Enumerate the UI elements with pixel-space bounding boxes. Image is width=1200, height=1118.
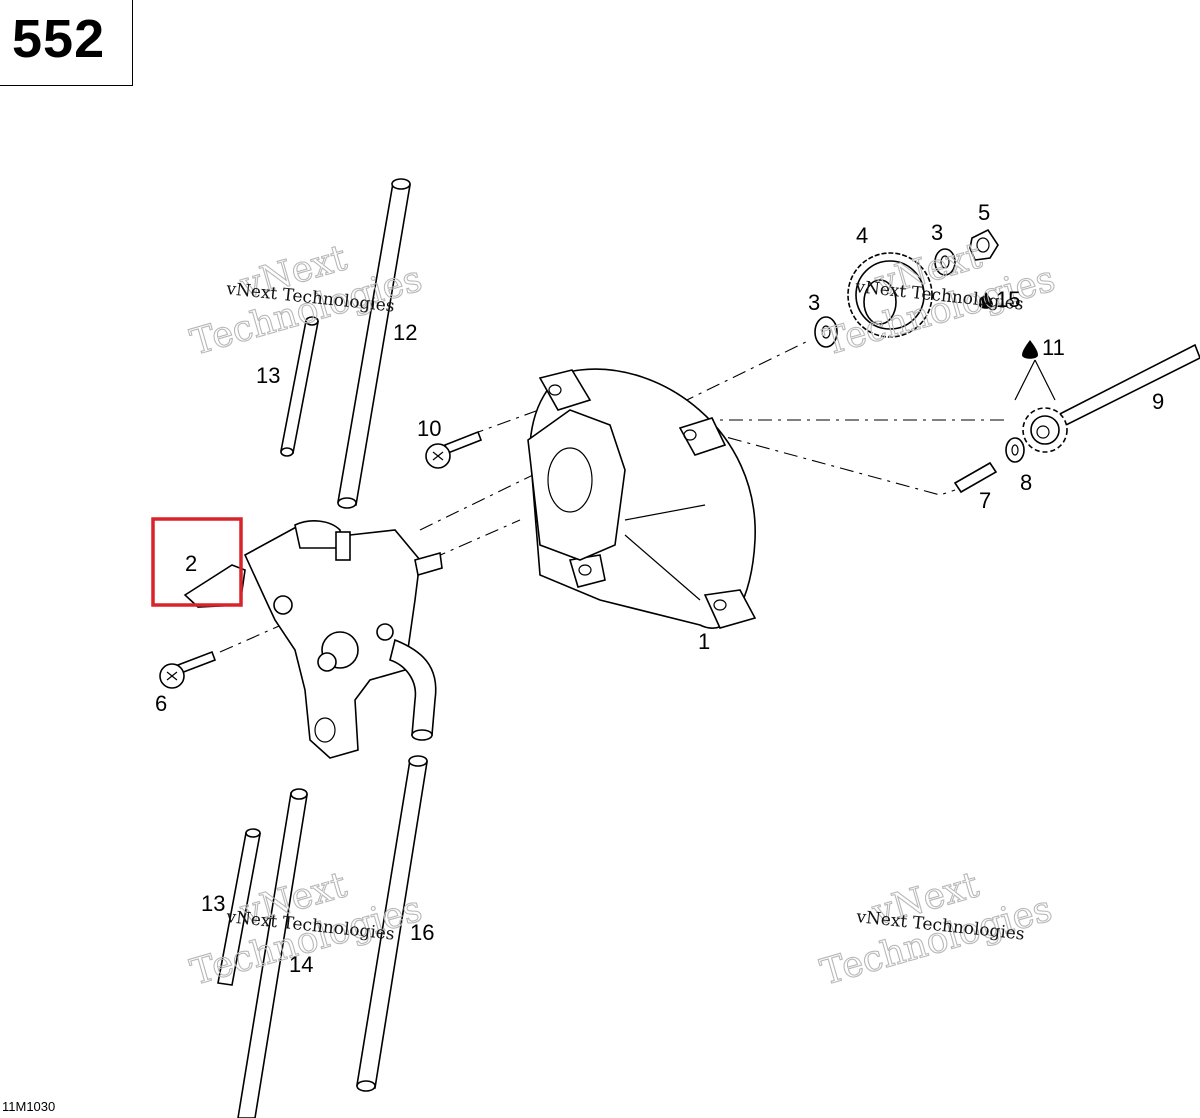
page-number-box: 552 xyxy=(0,0,133,86)
callout-3-upper: 3 xyxy=(931,220,943,245)
callout-10: 10 xyxy=(417,416,441,441)
page-number: 552 xyxy=(12,9,106,69)
nut-5 xyxy=(969,228,999,261)
callout-6: 6 xyxy=(155,691,167,716)
tube-16 xyxy=(356,755,428,1092)
callout-14: 14 xyxy=(289,952,313,977)
figure-code: 11M1030 xyxy=(2,1099,56,1114)
gear-4 xyxy=(847,252,933,338)
callout-2: 2 xyxy=(185,551,197,576)
oil-drop-icon xyxy=(979,292,993,309)
callout-3-lower: 3 xyxy=(808,290,820,315)
washer-8 xyxy=(1005,437,1025,463)
oil-pump-body xyxy=(183,520,443,759)
callout-labels: 1 2 3 3 4 5 6 7 8 9 10 11 12 13 13 14 15… xyxy=(155,200,1164,977)
callout-1: 1 xyxy=(698,629,710,654)
screw-6 xyxy=(159,650,217,689)
callout-15: 15 xyxy=(996,287,1020,312)
callout-5: 5 xyxy=(978,200,990,225)
pin-7 xyxy=(953,461,998,494)
oil-drop-icon xyxy=(1022,340,1038,359)
shaft-9 xyxy=(1022,343,1200,453)
callout-8: 8 xyxy=(1020,470,1032,495)
washer-3-lower xyxy=(814,316,838,348)
callout-12: 12 xyxy=(393,320,417,345)
callout-11: 11 xyxy=(1042,335,1065,360)
callout-9: 9 xyxy=(1152,389,1164,414)
callout-16: 16 xyxy=(410,920,434,945)
pump-cover-1 xyxy=(527,368,757,629)
tube-13-lower xyxy=(217,828,261,986)
tube-14 xyxy=(237,788,308,1118)
callout-13-upper: 13 xyxy=(256,363,280,388)
callout-7: 7 xyxy=(979,488,991,513)
callout-13-lower: 13 xyxy=(201,891,225,916)
callout-4: 4 xyxy=(856,223,868,248)
watermark-lower-right: Technologies vNext vNext Technologies xyxy=(816,864,1057,994)
tube-12 xyxy=(337,178,411,509)
screw-10 xyxy=(425,430,483,469)
washer-3-upper xyxy=(934,248,956,276)
tube-13-upper xyxy=(280,316,319,457)
highlight-box xyxy=(151,517,243,607)
